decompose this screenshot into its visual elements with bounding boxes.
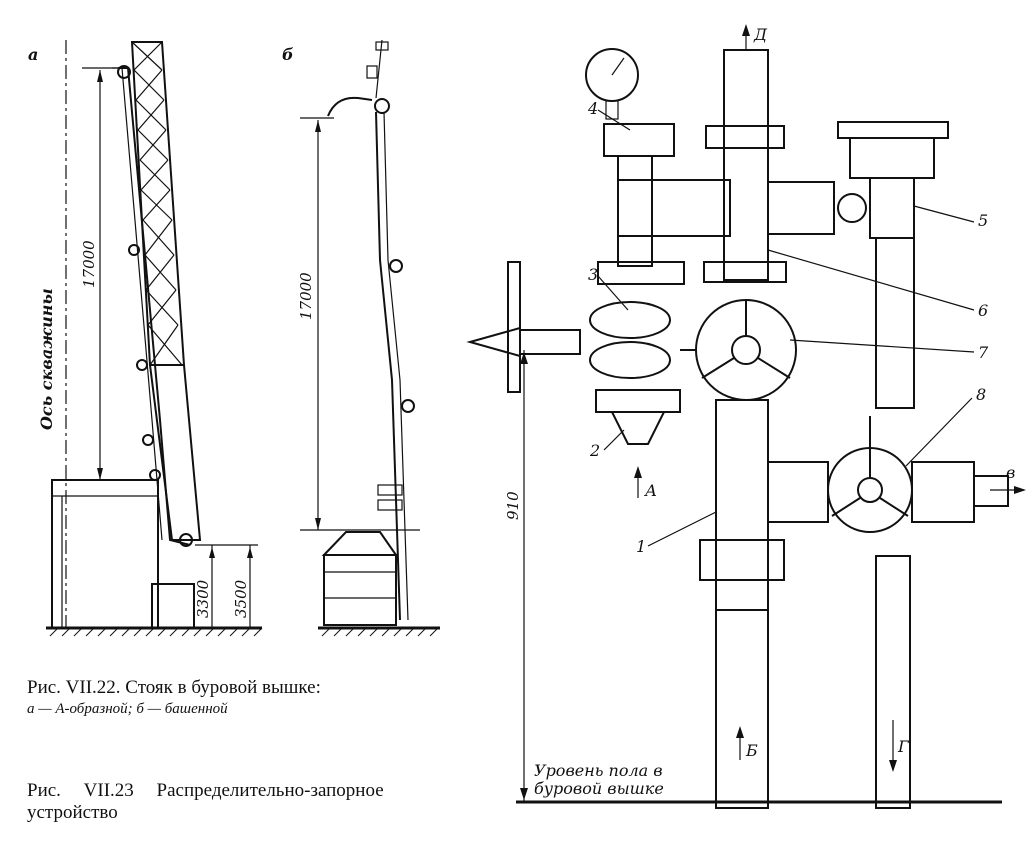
nozzle-2 bbox=[610, 411, 666, 445]
dim-17000-b: 17000 bbox=[297, 272, 315, 320]
tank-b bbox=[323, 554, 397, 626]
flow-v-label: в bbox=[1006, 463, 1015, 482]
handwheel-7-icon bbox=[680, 299, 797, 401]
main-pipe-bottom bbox=[715, 609, 769, 809]
part-5: 5 bbox=[978, 211, 988, 230]
dim-17000-a: 17000 bbox=[80, 240, 98, 288]
handwheel-8-icon bbox=[827, 416, 913, 533]
caption-22-title: Рис. VII.22. Стояк в буровой вышке: bbox=[27, 677, 321, 698]
part-7: 7 bbox=[978, 343, 989, 362]
figure-b-label: б bbox=[282, 45, 294, 64]
caption-23-line2: устройство bbox=[27, 802, 118, 823]
valve-3 bbox=[466, 261, 671, 393]
standpipe-a bbox=[118, 67, 191, 546]
part-8: 8 bbox=[976, 385, 986, 404]
figure-b-derrick: б 17000 bbox=[282, 39, 440, 637]
pipe-clamps-a bbox=[128, 244, 193, 547]
flow-d-label: Д bbox=[753, 25, 768, 44]
part-4: 4 bbox=[587, 99, 598, 118]
flow-b-label: Б bbox=[745, 741, 758, 760]
caption-23-line1: Рис. VII.23 Распределительно-запорное bbox=[27, 780, 384, 801]
caption-22-subtitle: а — А-образной; б — башенной bbox=[27, 701, 228, 717]
main-pipe-upper bbox=[723, 49, 769, 281]
gooseneck-a-icon bbox=[117, 65, 131, 79]
flow-g-label: Г bbox=[897, 737, 910, 756]
part-1: 1 bbox=[636, 537, 646, 556]
floor-label-2: буровой вышке bbox=[534, 779, 664, 798]
dim-910: 910 bbox=[504, 491, 522, 520]
part-callouts: 4 3 2 5 6 7 8 1 bbox=[587, 99, 989, 556]
figure-a-derrick: а 17000 bbox=[28, 40, 263, 637]
figure-a-label: а bbox=[28, 45, 38, 64]
well-axis-label: Ось скважины bbox=[37, 288, 56, 430]
handwheel-3-icon bbox=[507, 261, 521, 393]
cross-body bbox=[617, 179, 731, 237]
part-6: 6 bbox=[978, 301, 988, 320]
floor-label-1: Уровень пола в bbox=[534, 761, 663, 780]
drain-pipe bbox=[875, 555, 911, 809]
valve-5 bbox=[837, 121, 949, 409]
derrick-base bbox=[51, 479, 159, 629]
part-3: 3 bbox=[588, 265, 598, 284]
flow-a-label: А bbox=[644, 481, 657, 500]
figure-23-manifold: Д А bbox=[466, 24, 1026, 809]
gooseneck-b-icon bbox=[327, 96, 373, 117]
part-2: 2 bbox=[589, 441, 600, 460]
main-pipe-lower bbox=[715, 399, 769, 611]
derrick-lattice bbox=[130, 41, 202, 541]
dim-3500: 3500 bbox=[232, 579, 250, 618]
dim-3300: 3300 bbox=[194, 579, 212, 618]
